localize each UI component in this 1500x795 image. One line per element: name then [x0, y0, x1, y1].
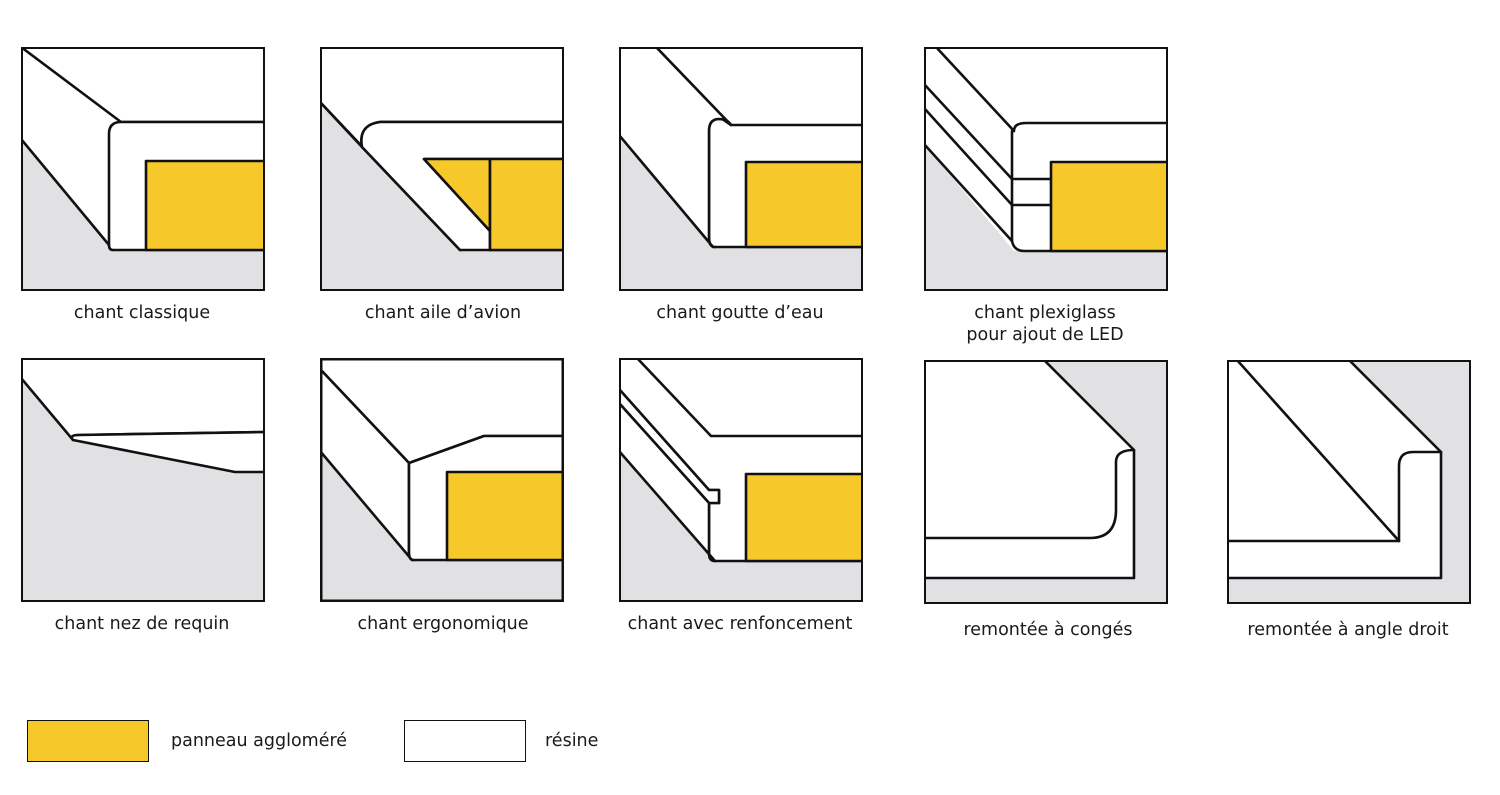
caption-remontee-angle-droit: remontée à angle droit	[1247, 620, 1449, 640]
diagram-chant-renfoncement	[619, 358, 863, 602]
caption-plexiglass-line2: pour ajout de LED	[966, 325, 1124, 345]
legend-swatch-panneau	[27, 720, 149, 762]
diagram-remontee-conges	[924, 360, 1168, 604]
legend-label-resine: résine	[545, 731, 599, 751]
caption-remontee-conges: remontée à congés	[963, 620, 1133, 640]
diagram-chant-nez-requin	[21, 358, 265, 602]
diagram-remontee-angle-droit	[1227, 360, 1471, 604]
caption-chant-classique: chant classique	[73, 303, 211, 323]
caption-chant-plexiglass: chant plexiglass pour ajout de LED	[966, 302, 1123, 346]
diagram-chant-goutte-eau	[619, 47, 863, 291]
caption-chant-aile-avion: chant aile d’avion	[364, 303, 522, 323]
caption-chant-ergonomique: chant ergonomique	[357, 614, 529, 634]
caption-chant-nez-requin: chant nez de requin	[54, 614, 230, 634]
legend-swatch-resine	[404, 720, 526, 762]
caption-plexiglass-line1: chant plexiglass	[974, 303, 1116, 323]
caption-chant-renfoncement: chant avec renfoncement	[627, 614, 853, 634]
caption-chant-goutte-eau: chant goutte d’eau	[656, 303, 824, 323]
diagram-chant-plexiglass	[924, 47, 1168, 291]
diagram-chant-ergonomique	[320, 358, 564, 602]
diagram-chant-classique	[21, 47, 265, 291]
legend-label-panneau: panneau aggloméré	[171, 731, 348, 751]
diagram-chant-aile-avion	[320, 47, 564, 291]
